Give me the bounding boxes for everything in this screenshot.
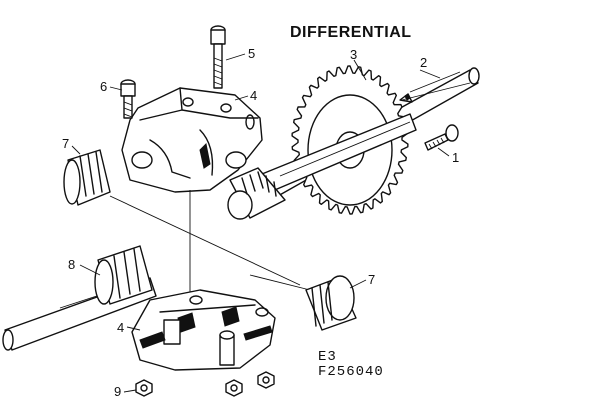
callout-4-bottom: 4 [117,320,125,335]
callout-3: 3 [350,47,358,62]
diagram-title: DIFFERENTIAL [290,24,412,41]
bevel-gear-right [305,275,357,331]
housing-bottom [131,289,276,371]
bolt-6 [120,79,136,119]
nuts-9 [135,371,275,397]
figure-code-line-1: E3 [318,349,337,365]
bevel-gear-left [63,149,111,206]
callout-4-top: 4 [250,88,258,103]
leader-lines [71,53,450,393]
bolt-5 [210,25,226,89]
callout-6: 6 [100,79,108,94]
lower-shaft [2,245,157,351]
callout-5: 5 [248,46,256,61]
callout-1: 1 [452,150,460,165]
figure-code-line-2: F256040 [318,364,384,380]
callout-7-left: 7 [62,136,70,151]
callout-2: 2 [420,55,428,70]
callout-8: 8 [68,257,76,272]
housing-top [121,87,263,193]
callout-9: 9 [114,384,122,399]
callout-7-right: 7 [368,272,376,287]
alignment-lines [109,190,311,300]
bolt-1 [424,124,459,151]
bevel-gear-upper-right [227,167,286,220]
